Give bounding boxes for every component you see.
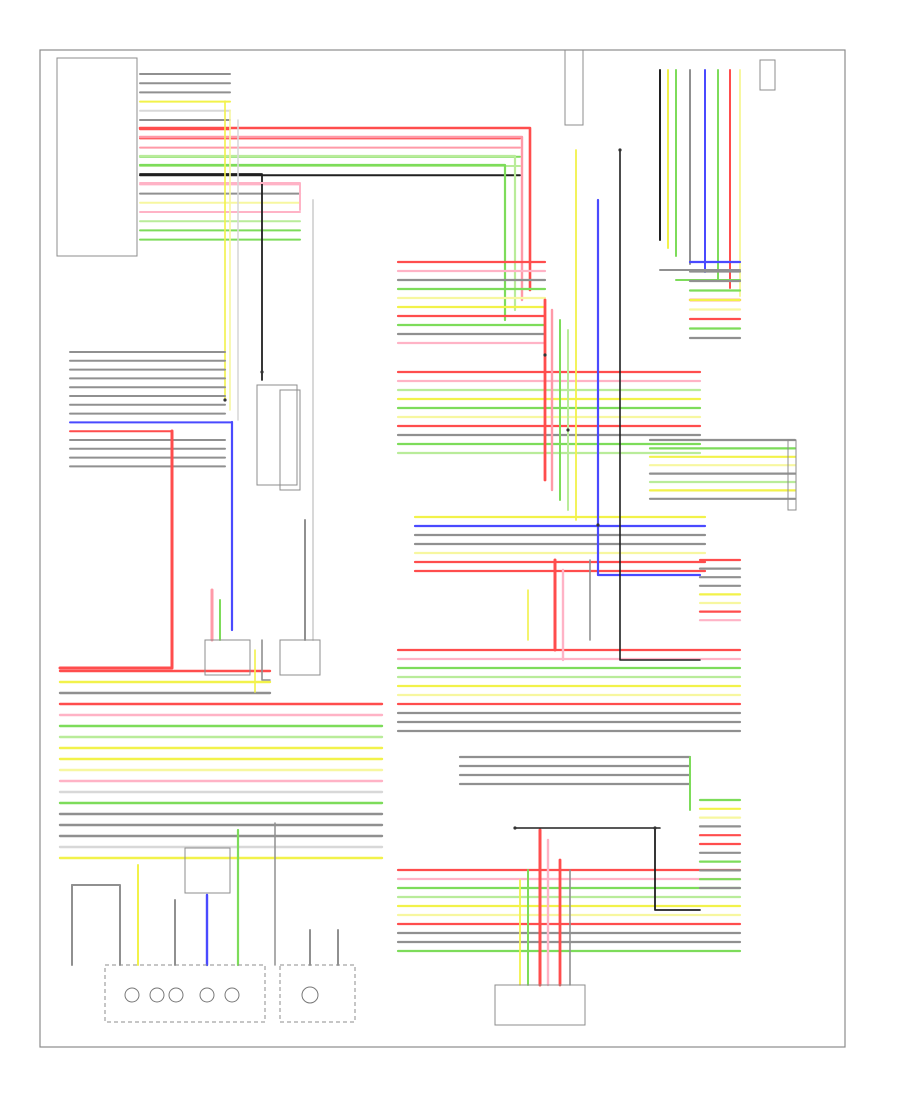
connector-box-a [204, 639, 251, 676]
bulb-symbol [199, 987, 215, 1003]
license-lamp-housing [279, 964, 356, 1023]
wire [654, 827, 701, 911]
connector-pins [787, 439, 797, 511]
wire [619, 149, 701, 661]
wire [71, 884, 121, 921]
wire [138, 154, 517, 312]
left-top-connector [56, 57, 138, 257]
top-connector-a [564, 49, 584, 126]
wire [138, 126, 532, 292]
wire [261, 639, 271, 681]
splice-dot [260, 370, 264, 374]
bulb-symbol [168, 987, 184, 1003]
splice-dot [566, 428, 570, 432]
splice-dot [596, 523, 600, 527]
bulb-symbol [301, 986, 319, 1004]
splice-dot [513, 826, 517, 830]
bulb-symbol [149, 987, 165, 1003]
splice-dot [618, 148, 622, 152]
left-rear-lamp-housing [104, 964, 266, 1023]
module-block [279, 389, 301, 491]
wire [139, 182, 301, 211]
bulb-symbol [124, 987, 140, 1003]
wires-layer [58, 69, 797, 987]
wire [138, 135, 524, 302]
connector-box-b [279, 639, 321, 676]
bulb-symbol [224, 987, 240, 1003]
top-connector-b [759, 59, 776, 91]
tail-lamp-connector-box [494, 984, 586, 1026]
diagram-frame [39, 49, 846, 1048]
wire [139, 173, 263, 381]
wire [596, 198, 702, 577]
control-module-box [184, 847, 231, 894]
wire [58, 429, 174, 670]
splice-box-a [256, 384, 298, 486]
splice-dot [653, 826, 657, 830]
components-layer [56, 49, 797, 1026]
wire [138, 163, 507, 322]
splice-dot [543, 353, 547, 357]
splice-dot [223, 398, 227, 402]
